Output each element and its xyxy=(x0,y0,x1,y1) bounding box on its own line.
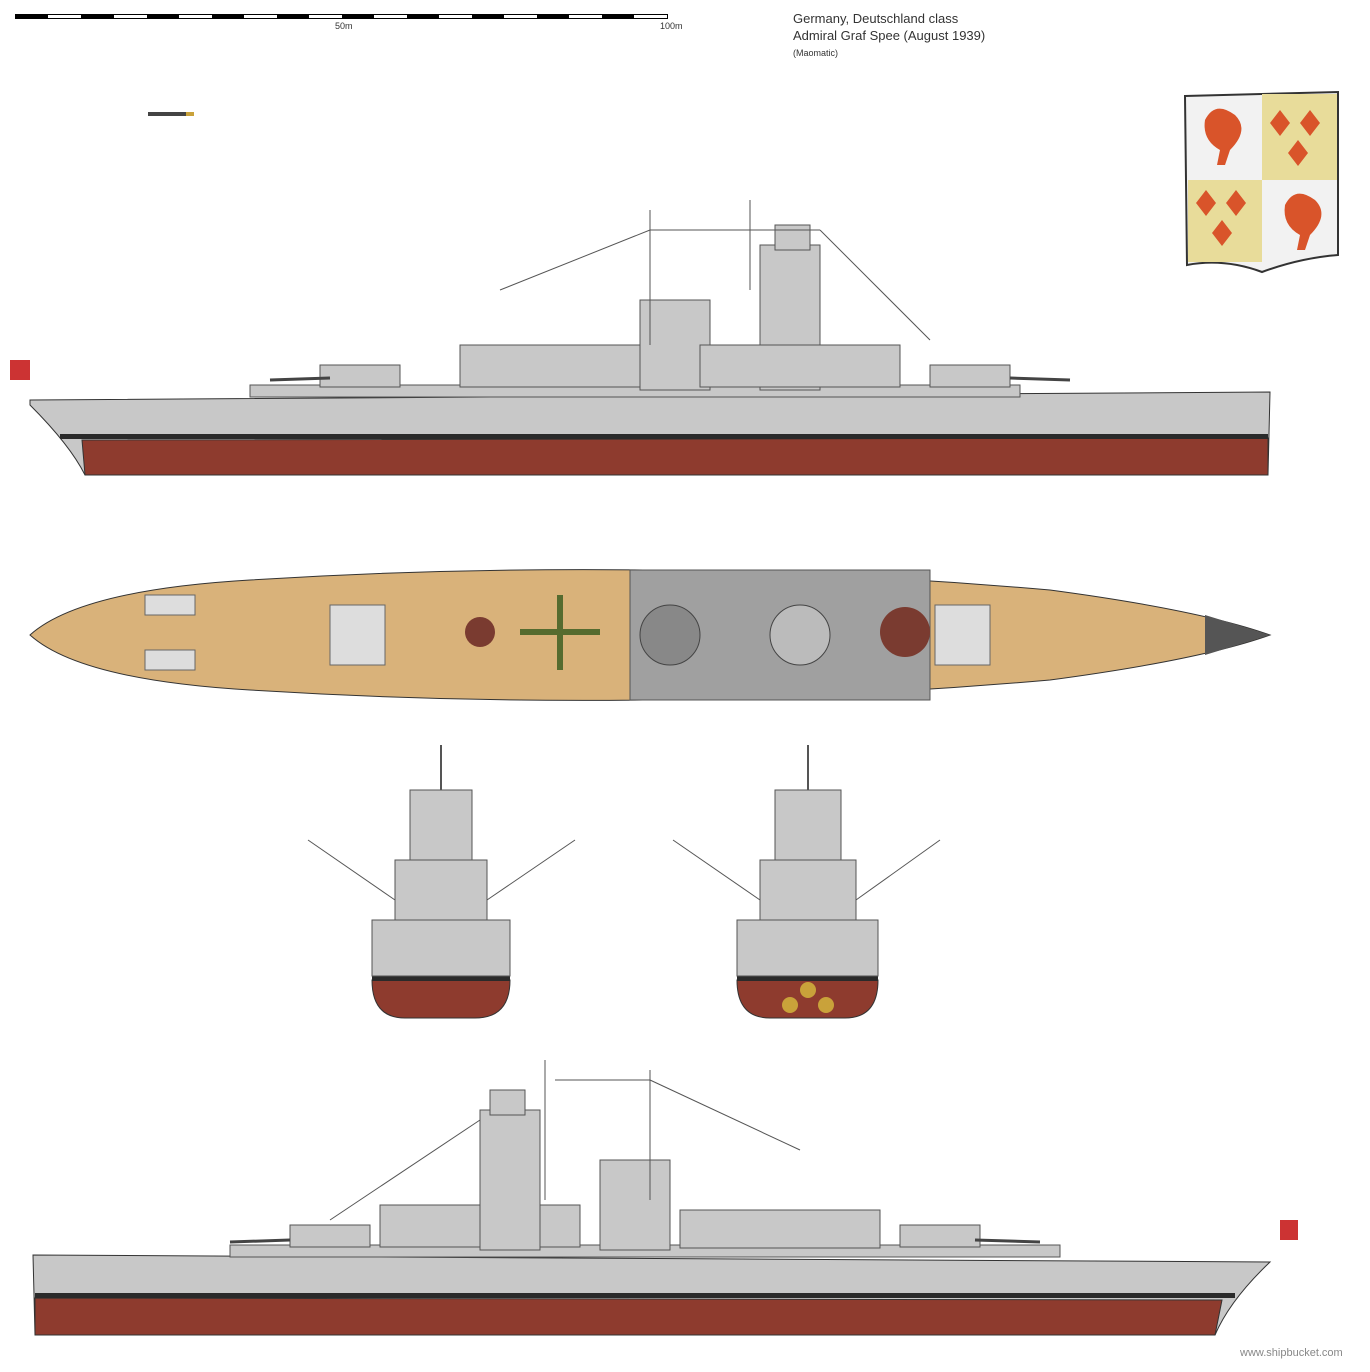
author-credit: (Maomatic) xyxy=(793,48,839,58)
title-ship-name: Admiral Graf Spee (August 1939) xyxy=(793,28,986,43)
front-view xyxy=(307,745,576,1019)
scale-mid-label: 50m xyxy=(335,21,353,31)
side-profile-starboard xyxy=(10,200,1271,476)
scale-end-label: 100m xyxy=(660,21,683,31)
rear-view xyxy=(672,745,941,1019)
top-view xyxy=(29,569,1272,701)
coat-of-arms xyxy=(1183,90,1339,274)
title-country-class: Germany, Deutschland class xyxy=(793,11,959,26)
watermark: www.shipbucket.com xyxy=(1240,1347,1343,1359)
side-profile-port xyxy=(32,1060,1298,1336)
shell-icon xyxy=(148,112,194,116)
scale-bar xyxy=(15,14,668,19)
